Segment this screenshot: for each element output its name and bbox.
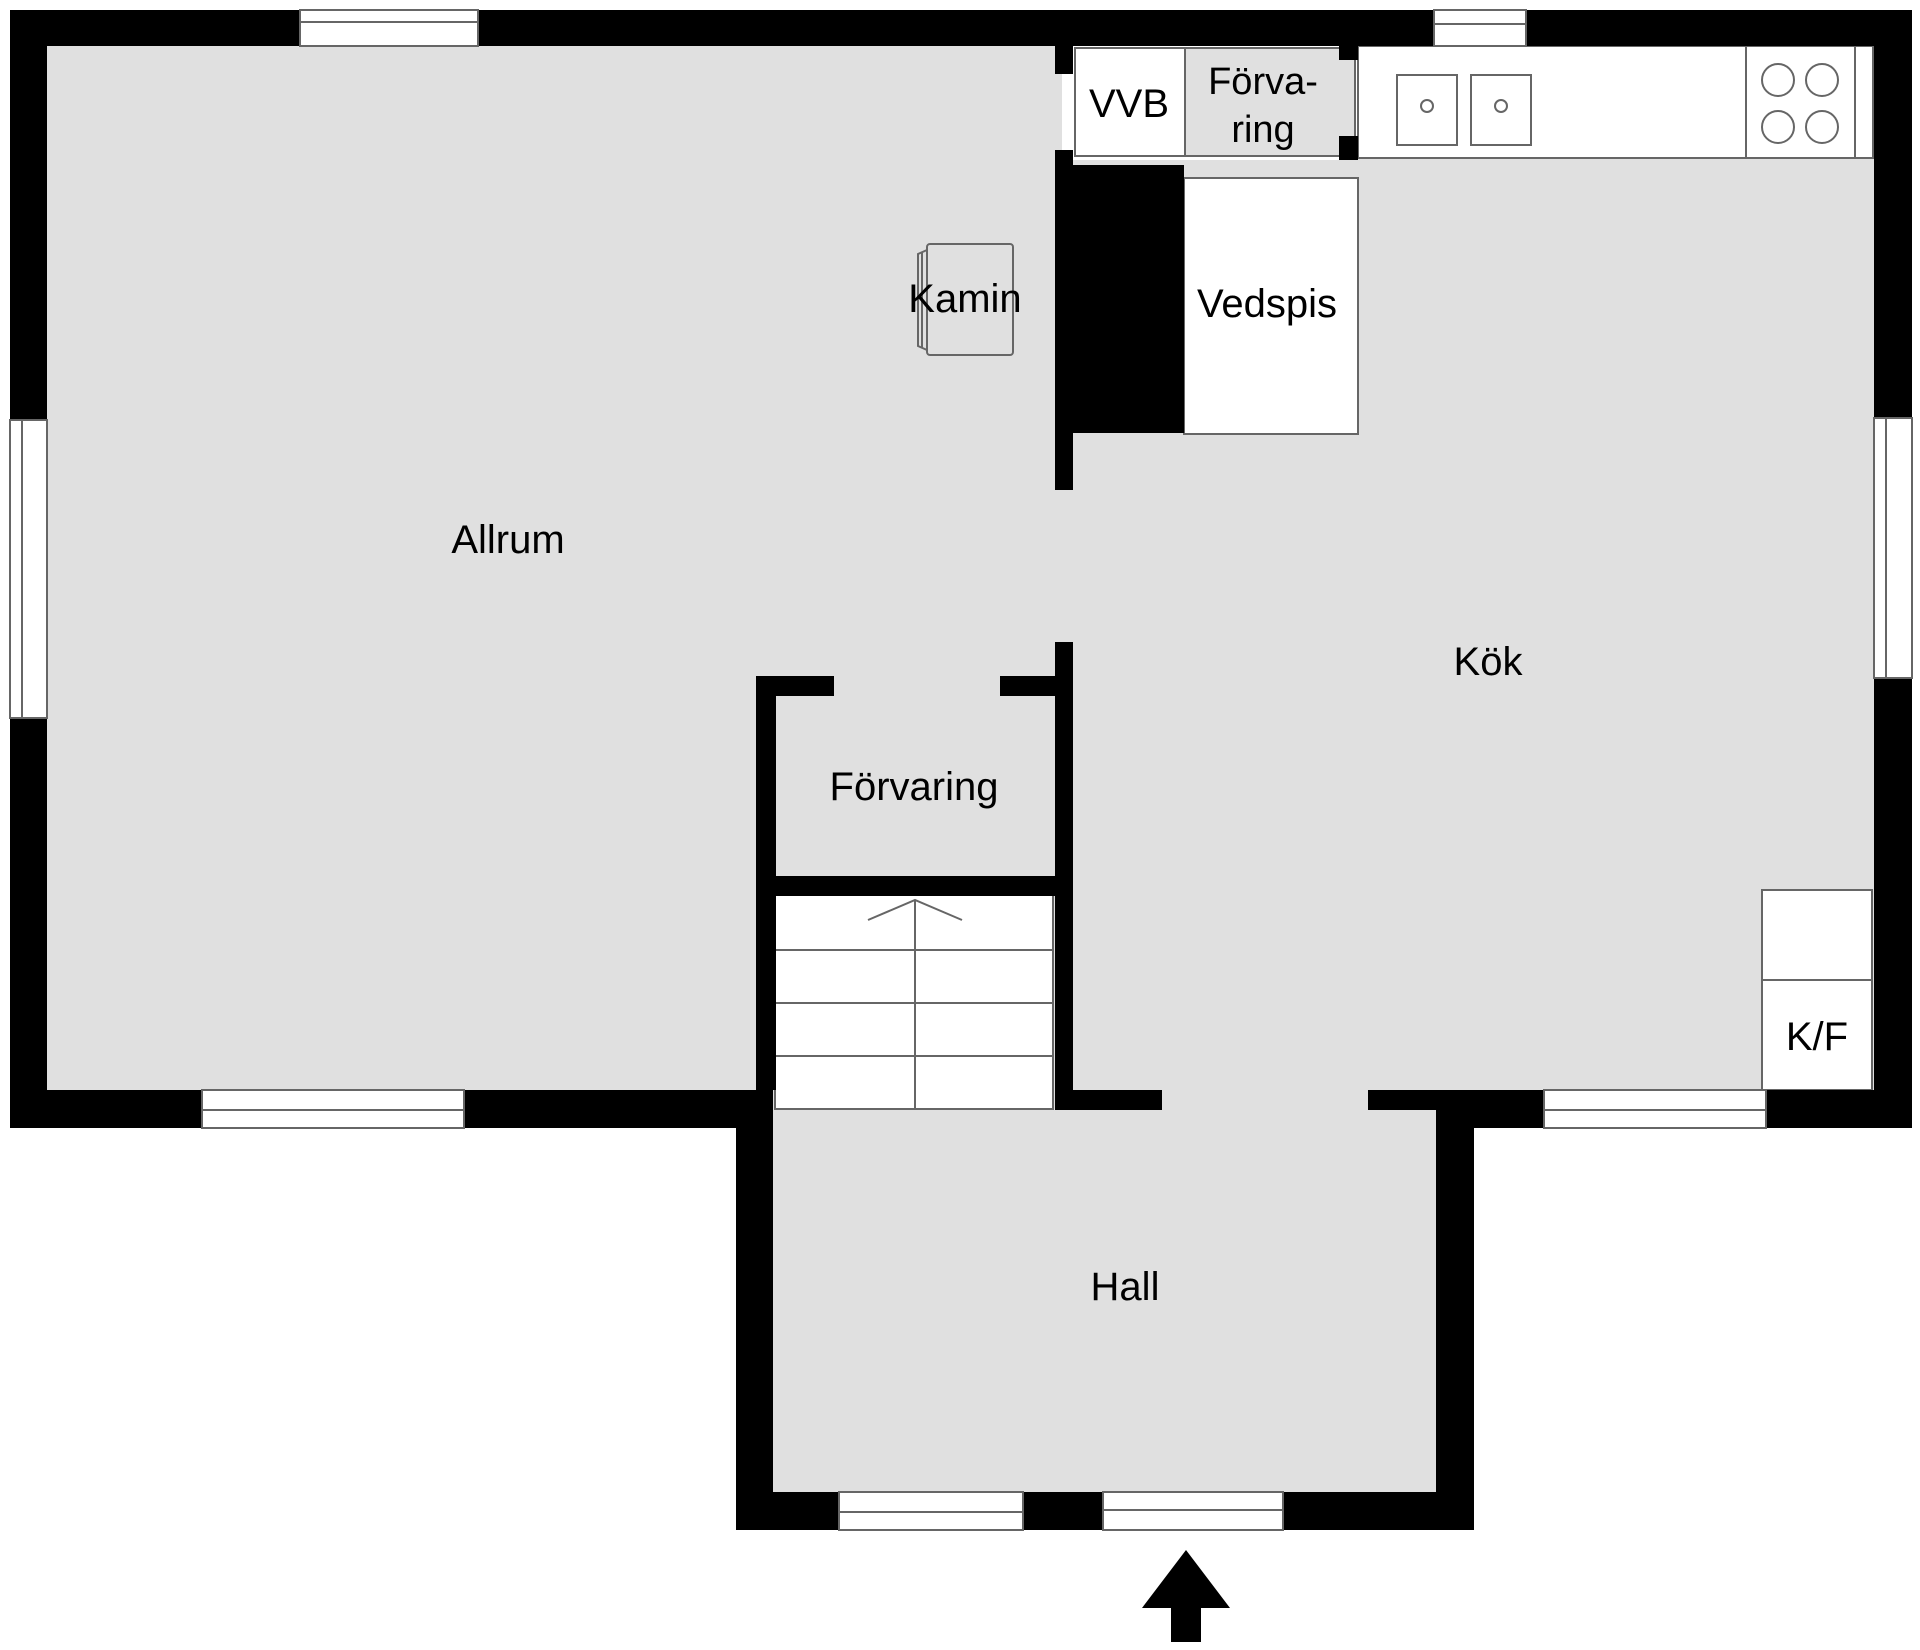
kamin-icon <box>917 243 1014 356</box>
window-right <box>1873 417 1913 679</box>
vedspis-box <box>1183 177 1359 435</box>
label-kamin: Kamin <box>908 277 1021 321</box>
label-vedspis: Vedspis <box>1197 282 1337 326</box>
kitchen-counter <box>1357 45 1874 159</box>
window-bottom-left <box>201 1089 465 1129</box>
kf-box <box>1761 889 1873 1091</box>
label-vvb: VVB <box>1089 82 1169 126</box>
window-top-right <box>1433 9 1527 47</box>
room-labels: Allrum Kök Hall Förvaring Förva- ring VV… <box>451 61 1848 1309</box>
entrance-arrow-icon <box>1142 1550 1230 1642</box>
walls <box>10 10 1912 1530</box>
label-hall: Hall <box>1091 1265 1160 1309</box>
windows <box>9 9 1913 1531</box>
window-hall <box>838 1491 1024 1531</box>
label-kf: K/F <box>1786 1015 1848 1059</box>
label-kok: Kök <box>1454 640 1524 684</box>
staircase <box>774 894 1054 1110</box>
entrance-door <box>1102 1491 1284 1531</box>
window-left <box>9 419 48 719</box>
label-forvaring: Förvaring <box>830 765 999 809</box>
stair-arrow-icon <box>867 898 963 921</box>
stove-burners-icon <box>1761 63 1839 144</box>
fixtures <box>917 45 1874 1091</box>
window-top-left <box>299 9 479 47</box>
label-forvaring-small-2: ring <box>1231 109 1294 151</box>
window-bottom-right <box>1543 1089 1767 1129</box>
forvaring-small-box <box>1184 47 1356 157</box>
floor-hall <box>773 1090 1436 1492</box>
floor-forvaring <box>773 693 1053 875</box>
label-allrum: Allrum <box>451 518 564 562</box>
double-sink-icon <box>1396 74 1532 146</box>
label-forvaring-small-1: Förva- <box>1208 61 1318 103</box>
